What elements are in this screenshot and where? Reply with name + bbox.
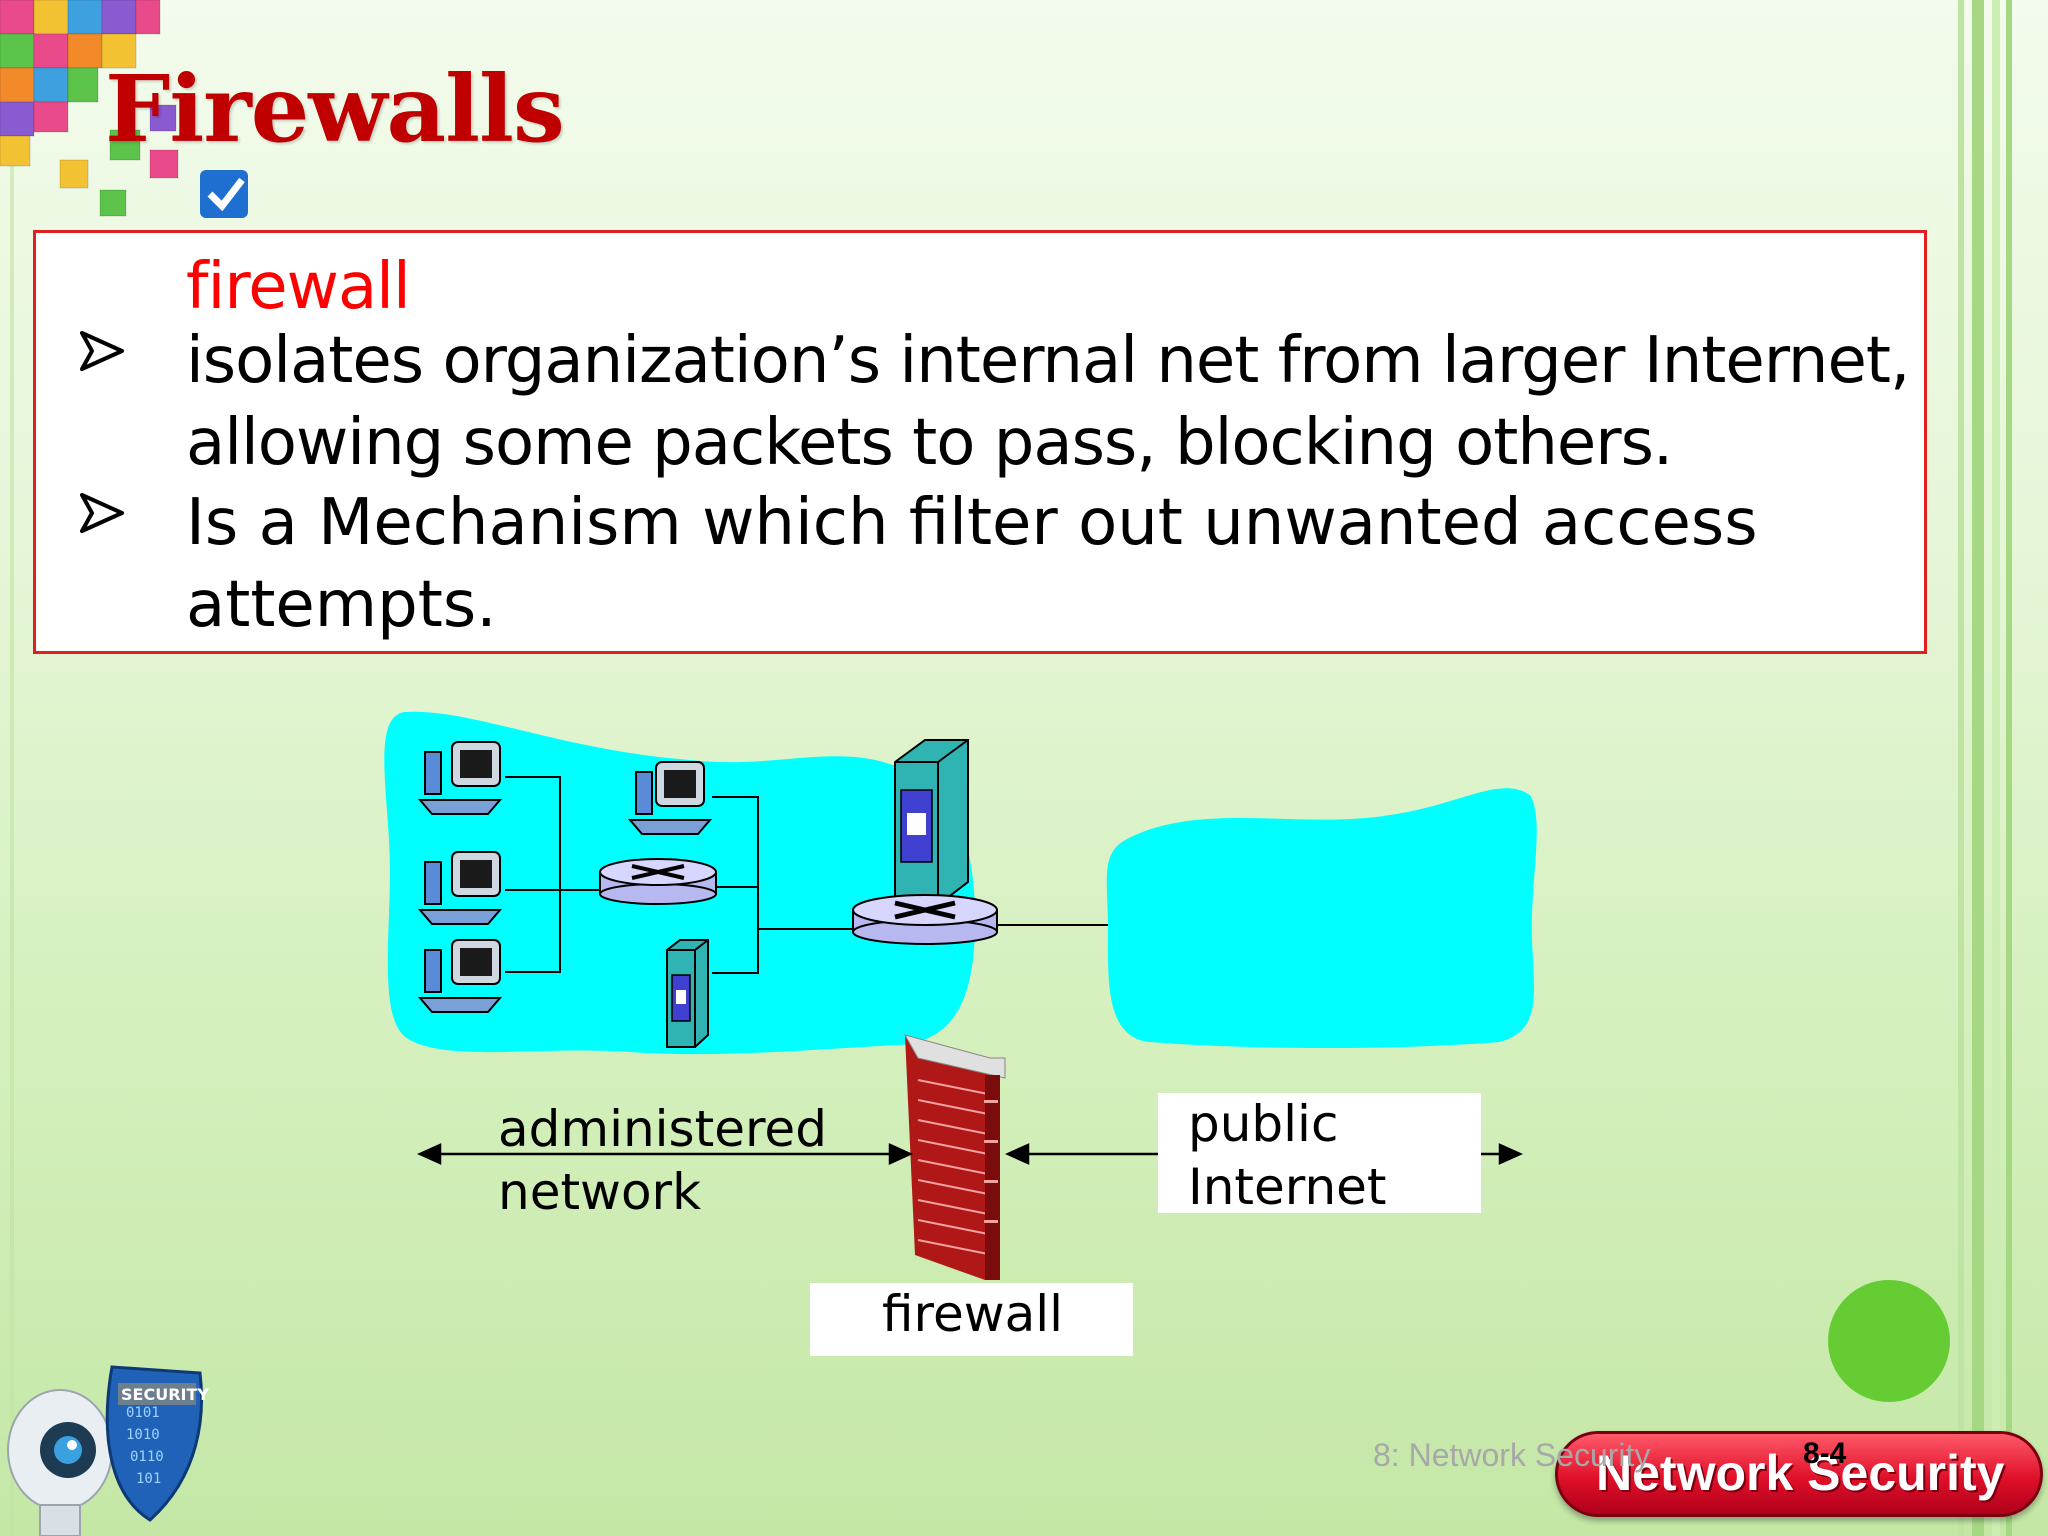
admin-label-line1: administered (498, 1100, 827, 1158)
public-internet-cloud (1106, 788, 1537, 1048)
bullet2-line2: attempts. (186, 568, 497, 642)
firewall-label-box (810, 1283, 1133, 1356)
right-stripe (1972, 0, 1984, 1536)
footer-chapter: 8: Network Security (1373, 1437, 1651, 1473)
bullet1-line1: isolates organization’s internal net fro… (186, 324, 1910, 398)
bullet-arrow-icon (80, 493, 124, 533)
left-stripe (10, 0, 14, 1536)
public-label-line2: Internet (1188, 1157, 1387, 1216)
computer-icon (627, 761, 713, 835)
public-internet-label: public Internet (1188, 1093, 1387, 1218)
svg-text:1010: 1010 (126, 1427, 160, 1443)
right-stripe (2006, 0, 2012, 1536)
admin-label-line2: network (498, 1162, 702, 1221)
computer-icon (417, 939, 503, 1013)
bullet-arrow-icon (80, 331, 124, 371)
bullet2-line1: Is a Mechanism which filter out unwanted… (186, 486, 1758, 560)
robot-security-icon: 0101 1010 0110 101 SECURITY (7, 1365, 209, 1536)
svg-text:SECURITY: SECURITY (121, 1385, 209, 1404)
svg-text:0110: 0110 (130, 1449, 164, 1465)
router-icon (599, 858, 717, 905)
svg-text:101: 101 (136, 1471, 161, 1487)
network-security-badge: Network Security (1555, 1431, 2043, 1517)
right-stripe (1958, 0, 1964, 1536)
server-icon (666, 939, 709, 1048)
color-cubes-icon (0, 0, 248, 218)
box-heading: firewall (186, 250, 411, 324)
bullet1-line2: allowing some packets to pass, blocking … (186, 406, 1673, 480)
slide-title: Firewalls (105, 55, 565, 163)
svg-text:0101: 0101 (126, 1405, 160, 1421)
green-circle-icon (1828, 1280, 1950, 1402)
definition-box: firewall isolates organization’s interna… (33, 230, 1927, 654)
server-icon (894, 739, 969, 906)
badge-label: Network Security (1596, 1445, 2005, 1501)
computer-icon (417, 741, 503, 815)
public-internet-label-box (1158, 1093, 1481, 1213)
router-icon (852, 894, 998, 945)
computer-icon (417, 851, 503, 925)
right-stripe (1992, 0, 2000, 1536)
firewall-label: firewall (882, 1285, 1064, 1343)
administered-network-label: administered network (498, 1098, 827, 1223)
page-number: 8-4 (1803, 1437, 1847, 1470)
public-label-line1: public (1188, 1095, 1339, 1153)
brick-wall-icon (903, 1034, 1006, 1280)
